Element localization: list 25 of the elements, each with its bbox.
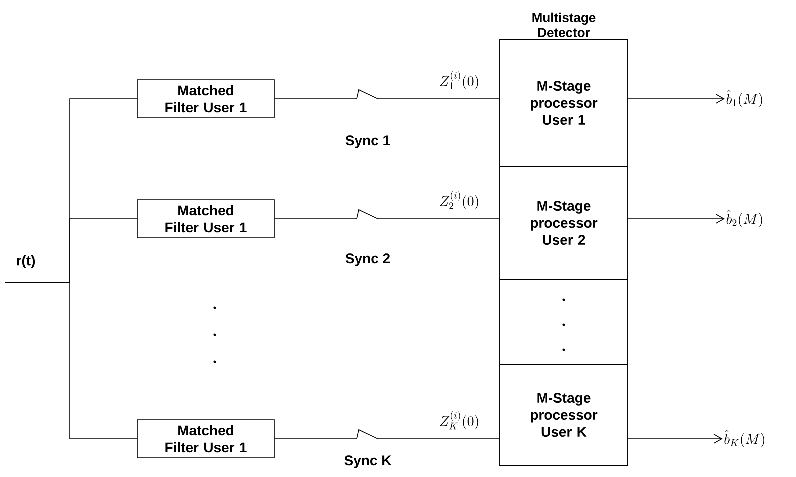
matched-filter-box: Matched Filter User 1 bbox=[137, 80, 275, 118]
input-label: r(t) bbox=[17, 255, 36, 269]
output-symbol: $\hat{b}_K(M)$ bbox=[724, 430, 764, 448]
matched-filter-box: Matched Filter User 1 bbox=[137, 200, 275, 238]
arrow bbox=[628, 94, 725, 104]
switched-line bbox=[274, 429, 500, 440]
input-line bbox=[4, 282, 138, 440]
edge-label: $Z_2^{(i)}(0)$ bbox=[438, 190, 481, 211]
ellipsis-box bbox=[500, 279, 628, 365]
matched-filter-box: Matched Filter User 1 bbox=[137, 420, 275, 458]
processor-box: M-Stage processor User K bbox=[500, 364, 628, 466]
switch-label: Sync K bbox=[344, 456, 392, 468]
switch-label: Sync 1 bbox=[346, 136, 390, 148]
edge-label: $Z_1^{(i)}(0)$ bbox=[438, 70, 481, 91]
switch-label: Sync 2 bbox=[346, 254, 390, 266]
arrow bbox=[628, 434, 723, 444]
switched-line bbox=[274, 89, 500, 100]
arrow bbox=[628, 214, 725, 224]
switched-line bbox=[274, 209, 500, 220]
processor-box: M-Stage processor User 1 bbox=[500, 39, 628, 167]
output-symbol: $\hat{b}_2(M)$ bbox=[726, 210, 762, 228]
output-symbol: $\hat{b}_1(M)$ bbox=[726, 90, 762, 108]
edge-label: $Z_K^{(i)}(0)$ bbox=[438, 410, 481, 431]
node-label: Multistage Detector bbox=[532, 12, 596, 38]
processor-box: M-Stage processor User 2 bbox=[500, 166, 628, 280]
